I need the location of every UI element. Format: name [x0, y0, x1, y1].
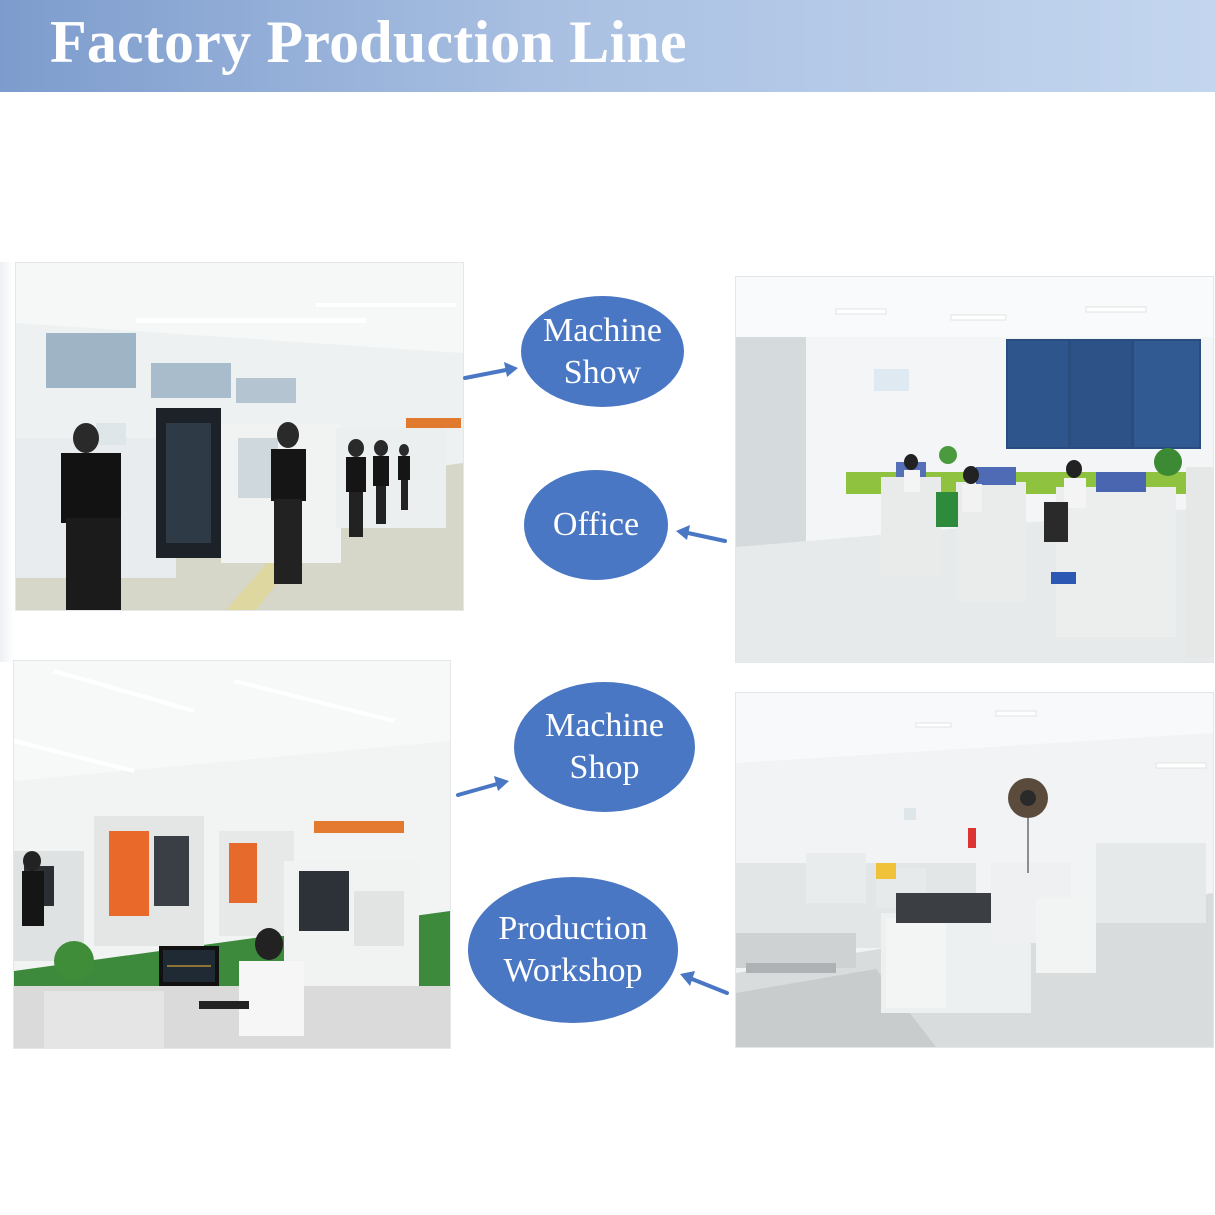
machine-shop-photo	[13, 660, 451, 1049]
machine-show-photo	[15, 262, 464, 611]
decorative-shadow	[0, 262, 14, 662]
production-workshop-label-line-2: Workshop	[503, 952, 643, 989]
header-banner: Factory Production Line	[0, 0, 1215, 92]
office-label: Office	[524, 470, 668, 580]
office-photo	[735, 276, 1214, 663]
arrow-to-machine-show-icon	[463, 362, 518, 380]
machine-show-label-line-1: Machine	[543, 311, 662, 349]
machine-shop-label-line-1: Machine	[545, 707, 664, 744]
arrow-to-production-workshop-icon	[680, 971, 729, 995]
machine-show-label-line-2: Show	[563, 353, 642, 391]
production-workshop-label: Production Workshop	[468, 877, 678, 1023]
machine-shop-label-line-2: Shop	[569, 749, 640, 786]
arrow-to-machine-shop-icon	[456, 776, 509, 797]
arrow-to-office-icon	[676, 525, 727, 543]
office-label-line-1: Office	[552, 506, 640, 543]
machine-shop-label: Machine Shop	[514, 682, 695, 812]
machine-show-label: Machine Show	[521, 296, 684, 407]
production-workshop-label-line-1: Production	[498, 910, 648, 947]
page-title: Factory Production Line	[50, 9, 687, 75]
production-workshop-photo	[735, 692, 1214, 1048]
